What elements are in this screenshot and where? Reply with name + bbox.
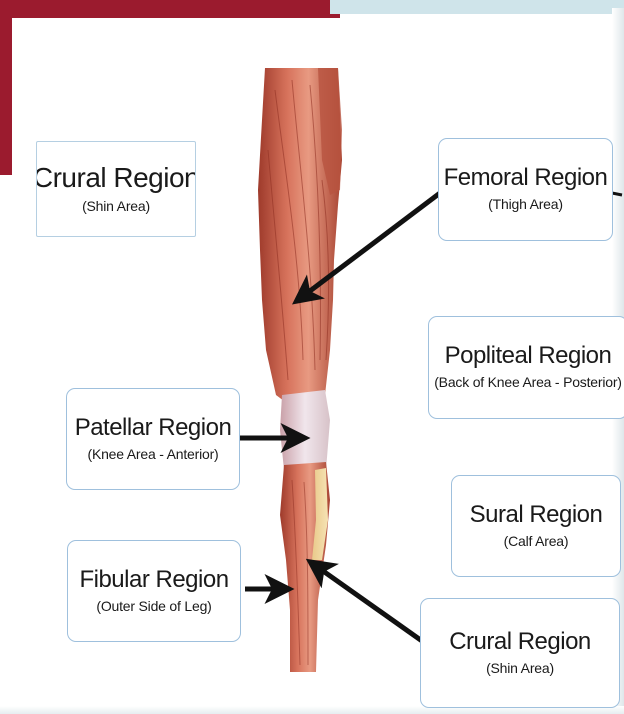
sural-region-title: Sural Region	[470, 501, 603, 530]
crural-region-bottom-subtitle: (Shin Area)	[486, 659, 554, 679]
popliteal-region-title: Popliteal Region	[445, 342, 612, 371]
fibular-region-title: Fibular Region	[79, 566, 228, 595]
femoral-region-label-box: Femoral Region (Thigh Area)	[438, 138, 613, 241]
femoral-region-subtitle: (Thigh Area)	[488, 195, 563, 215]
crural-region-subtitle: (Shin Area)	[82, 197, 150, 217]
fibular-region-subtitle: (Outer Side of Leg)	[96, 597, 211, 617]
crural-region-bottom-title: Crural Region	[449, 628, 591, 657]
patellar-region-label-box: Patellar Region (Knee Area - Anterior)	[66, 388, 240, 490]
crural-region-label-box: Crural Region (Shin Area)	[36, 141, 196, 237]
popliteal-region-subtitle: (Back of Knee Area - Posterior)	[434, 373, 622, 393]
crural-region-title: Crural Region	[36, 161, 196, 195]
crural-bottom-arrow	[316, 566, 422, 641]
patellar-region-subtitle: (Knee Area - Anterior)	[88, 445, 219, 465]
femoral-region-title: Femoral Region	[444, 164, 608, 193]
sural-region-subtitle: (Calf Area)	[504, 532, 569, 552]
sural-region-label-box: Sural Region (Calf Area)	[451, 475, 621, 577]
fibular-region-label-box: Fibular Region (Outer Side of Leg)	[67, 540, 241, 642]
popliteal-region-label-box: Popliteal Region (Back of Knee Area - Po…	[428, 316, 624, 419]
patellar-region-title: Patellar Region	[75, 414, 232, 443]
femoral-connector-line	[612, 193, 622, 195]
crural-region-bottom-label-box: Crural Region (Shin Area)	[420, 598, 620, 708]
